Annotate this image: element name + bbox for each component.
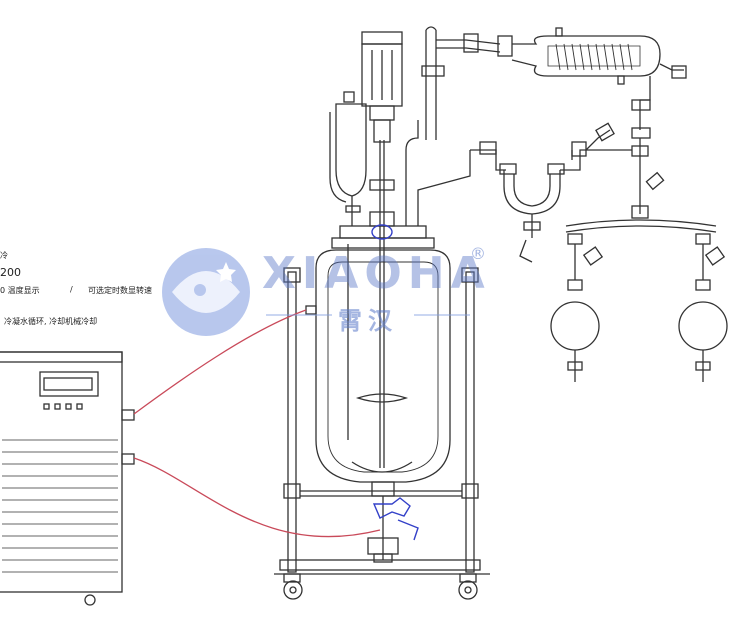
watermark-registered-mark: ®: [470, 244, 486, 263]
bottom-discharge-valve: [367, 481, 399, 563]
coolant-tubing: [133, 309, 381, 538]
caster-wheel-right: [458, 573, 478, 600]
chiller-unit: [0, 351, 135, 606]
condenser-clamp: [671, 65, 687, 79]
tube-clamp: [463, 33, 479, 53]
vessel-outer-jacket: [315, 249, 451, 483]
chiller-button: [65, 403, 72, 410]
jacket-port-upper: [305, 305, 317, 315]
chiller-display: [39, 371, 99, 397]
watermark-logo: [162, 248, 470, 336]
reactor-frame: [274, 267, 490, 600]
valve-highlights: [371, 224, 419, 541]
chiller-label-line1: 冷: [0, 251, 8, 260]
discharge-valve-lever: [397, 519, 419, 541]
stirrer-motor: [361, 31, 403, 227]
chiller-port-outlet: [121, 409, 135, 421]
chiller-label-line3-option: 可选定时数显转速: [88, 286, 152, 295]
u-tube-return: [470, 141, 632, 263]
dropping-funnel: [329, 91, 367, 226]
chiller-port-inlet: [121, 453, 135, 465]
chiller-vent-lines: [2, 439, 118, 573]
chiller-label-line3: 0 温度显示: [0, 286, 40, 295]
chiller-label-line3-sep: /: [70, 285, 73, 294]
chiller-label-line4: 冷凝水循环, 冷却机械冷却: [4, 317, 98, 326]
chiller-wheel: [84, 594, 96, 606]
receiving-flask-right: [678, 279, 728, 382]
receiving-flask-left: [550, 279, 600, 382]
condenser-outlet-valves: [585, 122, 665, 214]
chiller-button: [76, 403, 83, 410]
vapor-tube: [405, 26, 513, 226]
coil-condenser: [511, 27, 687, 139]
stirrer-anchor: [351, 461, 413, 473]
chiller-button: [54, 403, 61, 410]
discharge-valve-handle: [372, 497, 411, 519]
coolant-line-lower: [133, 457, 381, 538]
caster-wheel-left: [283, 573, 303, 600]
chiller-label-line2: 200: [0, 266, 21, 279]
vessel-inner-wall: [327, 261, 439, 473]
lid-port-valve: [371, 224, 393, 240]
tube-clamp: [497, 35, 513, 57]
stirrer-paddle: [355, 393, 409, 403]
reactor-vessel: [305, 140, 451, 483]
watermark-brand-chinese: 霄汉: [338, 307, 398, 335]
watermark-brand-text: XIAOHA: [262, 248, 491, 299]
chiller-button: [43, 403, 50, 410]
receiving-manifold: [565, 205, 726, 280]
coolant-line-upper: [133, 309, 307, 415]
